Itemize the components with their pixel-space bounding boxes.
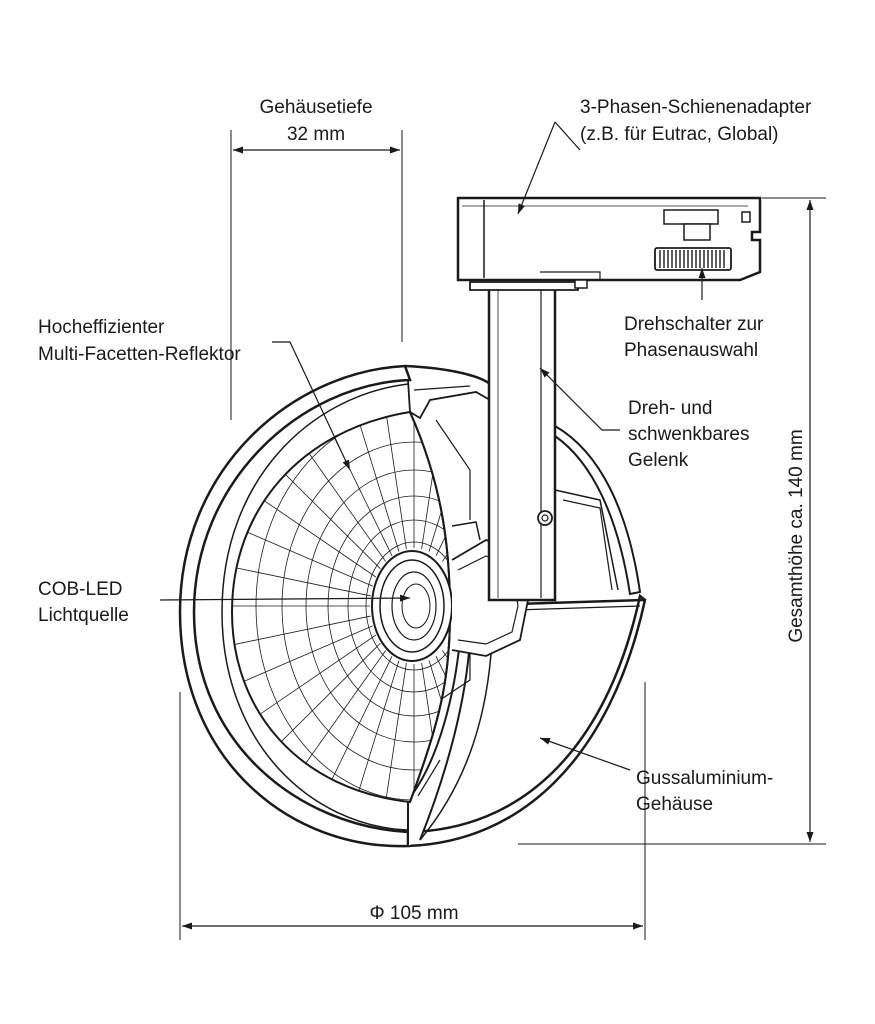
dimension-height: [518, 197, 826, 845]
switch-label-line2: Phasenauswahl: [624, 340, 758, 361]
joint-label-line1: Dreh- und: [628, 398, 713, 419]
adapter-label-line2: (z.B. für Eutrac, Global): [580, 124, 779, 145]
height-label: Gesamthöhe ca. 140 mm: [786, 429, 807, 642]
led-label-line2: Lichtquelle: [38, 605, 129, 626]
switch-label-line1: Drehschalter zur: [624, 314, 764, 335]
joint-label-line3: Gelenk: [628, 450, 689, 471]
multi-facet-reflector: [230, 410, 452, 804]
depth-value: 32 mm: [287, 124, 345, 145]
led-label-line1: COB-LED: [38, 579, 122, 600]
housing-label-line1: Gussaluminium-: [636, 768, 773, 789]
reflector-label-line2: Multi-Facetten-Reflektor: [38, 344, 241, 365]
swivel-joint: [469, 281, 579, 602]
reflector-label-line1: Hocheffizienter: [38, 317, 165, 338]
housing-label-line2: Gehäuse: [636, 794, 713, 815]
rail-adapter: [456, 196, 762, 289]
joint-label-line2: schwenkbares: [628, 424, 749, 445]
adapter-label-line1: 3-Phasen-Schienenadapter: [580, 97, 812, 118]
leader-lines: [159, 121, 706, 771]
depth-title: Gehäusetiefe: [259, 97, 372, 118]
diameter-label: Φ 105 mm: [369, 903, 458, 924]
dimension-depth: [230, 130, 403, 420]
dimension-diameter: [179, 682, 646, 940]
